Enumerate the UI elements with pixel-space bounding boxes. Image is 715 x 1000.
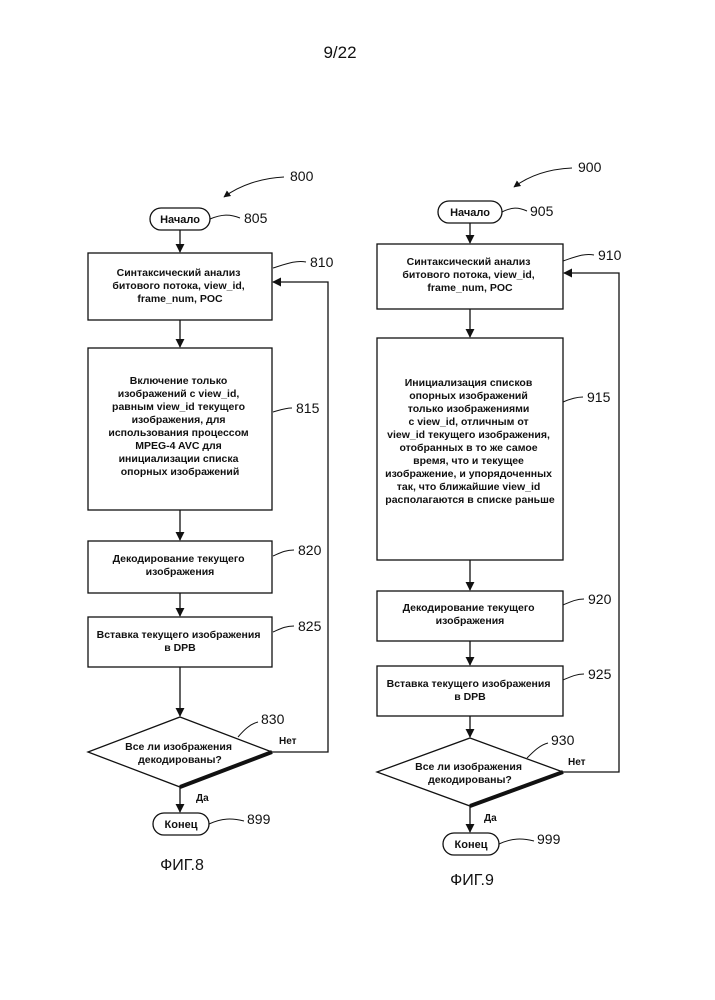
fig9-915-line6: отобранных в то же самое (399, 442, 537, 454)
fig9-930-yes: Да (484, 813, 497, 824)
fig8-815-line1: Включение только (130, 375, 228, 387)
fig9-915-line2: опорных изображений (409, 390, 528, 402)
fig8-815-line4: изображения, для (132, 414, 226, 426)
fig8-ref-arrow (224, 177, 284, 197)
fig9-start-leader (502, 208, 527, 212)
fig8-loop-arrow (272, 282, 328, 752)
fig9-step-915-text: Инициализация списков опорных изображени… (385, 377, 555, 506)
fig8-830-yes: Да (196, 793, 209, 804)
fig8-810-ref: 810 (310, 254, 334, 270)
fig8-end-leader (209, 819, 244, 824)
page-number: 9/22 (323, 43, 356, 62)
fig9-925-ref: 925 (588, 666, 612, 682)
fig8-815-line3: равным view_id текущего (112, 401, 245, 413)
fig9-start-label: Начало (450, 207, 490, 219)
fig8-flowchart: 800 Начало 805 Синтаксический анализ бит… (88, 168, 334, 874)
fig8-820-line2: изображения (146, 566, 215, 578)
fig9-930-line1: Все ли изображения (415, 761, 522, 773)
fig9-910-line1: Синтаксический анализ (407, 256, 531, 268)
fig8-830-leader (238, 722, 258, 737)
fig8-step-815-text: Включение только изображений с view_id, … (108, 375, 251, 478)
fig9-920-leader (563, 599, 584, 605)
fig8-825-line2: в DPB (164, 642, 196, 654)
fig9-caption: ФИГ.9 (450, 872, 494, 889)
fig8-830-ref: 830 (261, 711, 285, 727)
fig8-825-ref: 825 (298, 618, 322, 634)
fig9-ref-arrow (514, 168, 572, 187)
fig9-930-ref: 930 (551, 732, 575, 748)
fig9-925-line2: в DPB (454, 691, 486, 703)
fig8-815-line5: использования процессом (108, 427, 249, 439)
fig9-930-no: Нет (568, 757, 586, 768)
fig8-815-line2: изображений с view_id, (118, 388, 240, 400)
fig9-920-line1: Декодирование текущего (403, 602, 535, 614)
fig8-820-leader (273, 550, 294, 556)
fig9-end-leader (499, 839, 534, 844)
fig9-930-leader (527, 743, 548, 758)
fig8-830-line1: Все ли изображения (125, 741, 232, 753)
fig8-caption: ФИГ.8 (160, 857, 204, 874)
fig8-810-line2: битового потока, view_id, (112, 280, 244, 292)
fig8-815-line8: опорных изображений (121, 466, 240, 478)
fig9-910-line2: битового потока, view_id, (402, 269, 534, 281)
fig9-925-leader (563, 674, 584, 680)
fig9-decision-930-text: Все ли изображения декодированы? (415, 761, 525, 786)
fig8-815-line7: инициализации списка (119, 453, 239, 465)
fig8-810-leader (273, 261, 306, 268)
fig8-start-ref: 805 (244, 210, 268, 226)
fig8-820-ref: 820 (298, 542, 322, 558)
fig9-910-leader (563, 254, 594, 261)
fig9-910-ref: 910 (598, 247, 622, 263)
fig9-920-line2: изображения (436, 615, 505, 627)
fig8-830-line2: декодированы? (138, 754, 222, 766)
fig8-end-label: Конец (165, 819, 198, 831)
fig9-915-line9: так, что ближайшие view_id (397, 481, 541, 493)
fig9-925-line1: Вставка текущего изображения (387, 678, 551, 690)
fig8-decision-830-text: Все ли изображения декодированы? (125, 741, 235, 766)
fig9-915-line4: с view_id, отличным от (408, 416, 528, 428)
fig9-915-line5: view_id текущего изображения, (387, 429, 550, 441)
fig8-815-ref: 815 (296, 400, 320, 416)
fig9-915-leader (563, 397, 583, 402)
fig8-ref: 800 (290, 168, 314, 184)
fig9-920-ref: 920 (588, 591, 612, 607)
fig9-end-ref: 999 (537, 831, 561, 847)
fig9-915-line10: располагаются в списке раньше (385, 494, 555, 506)
fig9-915-line1: Инициализация списков (405, 377, 533, 389)
fig9-910-line3: frame_num, POC (427, 282, 513, 294)
fig9-915-ref: 915 (587, 389, 611, 405)
fig8-815-line6: MPEG-4 AVC для (135, 440, 222, 452)
fig8-start-label: Начало (160, 214, 200, 226)
fig9-ref: 900 (578, 159, 602, 175)
fig9-end-label: Конец (455, 839, 488, 851)
fig8-810-line1: Синтаксический анализ (117, 267, 241, 279)
fig9-915-line3: только изображениями (408, 403, 530, 415)
fig9-start-ref: 905 (530, 203, 554, 219)
fig8-825-leader (273, 626, 294, 632)
fig9-930-line2: декодированы? (428, 774, 512, 786)
fig9-flowchart: 900 Начало 905 Синтаксический анализ бит… (377, 159, 622, 889)
fig9-915-line8: изображение, и упорядоченных (385, 468, 552, 480)
fig8-825-line1: Вставка текущего изображения (97, 629, 261, 641)
fig8-end-ref: 899 (247, 811, 271, 827)
fig8-830-no: Нет (279, 736, 297, 747)
fig8-815-leader (273, 408, 292, 412)
fig8-820-line1: Декодирование текущего (113, 553, 245, 565)
fig9-loop-arrow (563, 273, 619, 772)
fig8-810-line3: frame_num, POC (137, 293, 223, 305)
fig8-start-leader (210, 215, 240, 219)
fig9-915-line7: время, что и текущее (413, 455, 524, 467)
